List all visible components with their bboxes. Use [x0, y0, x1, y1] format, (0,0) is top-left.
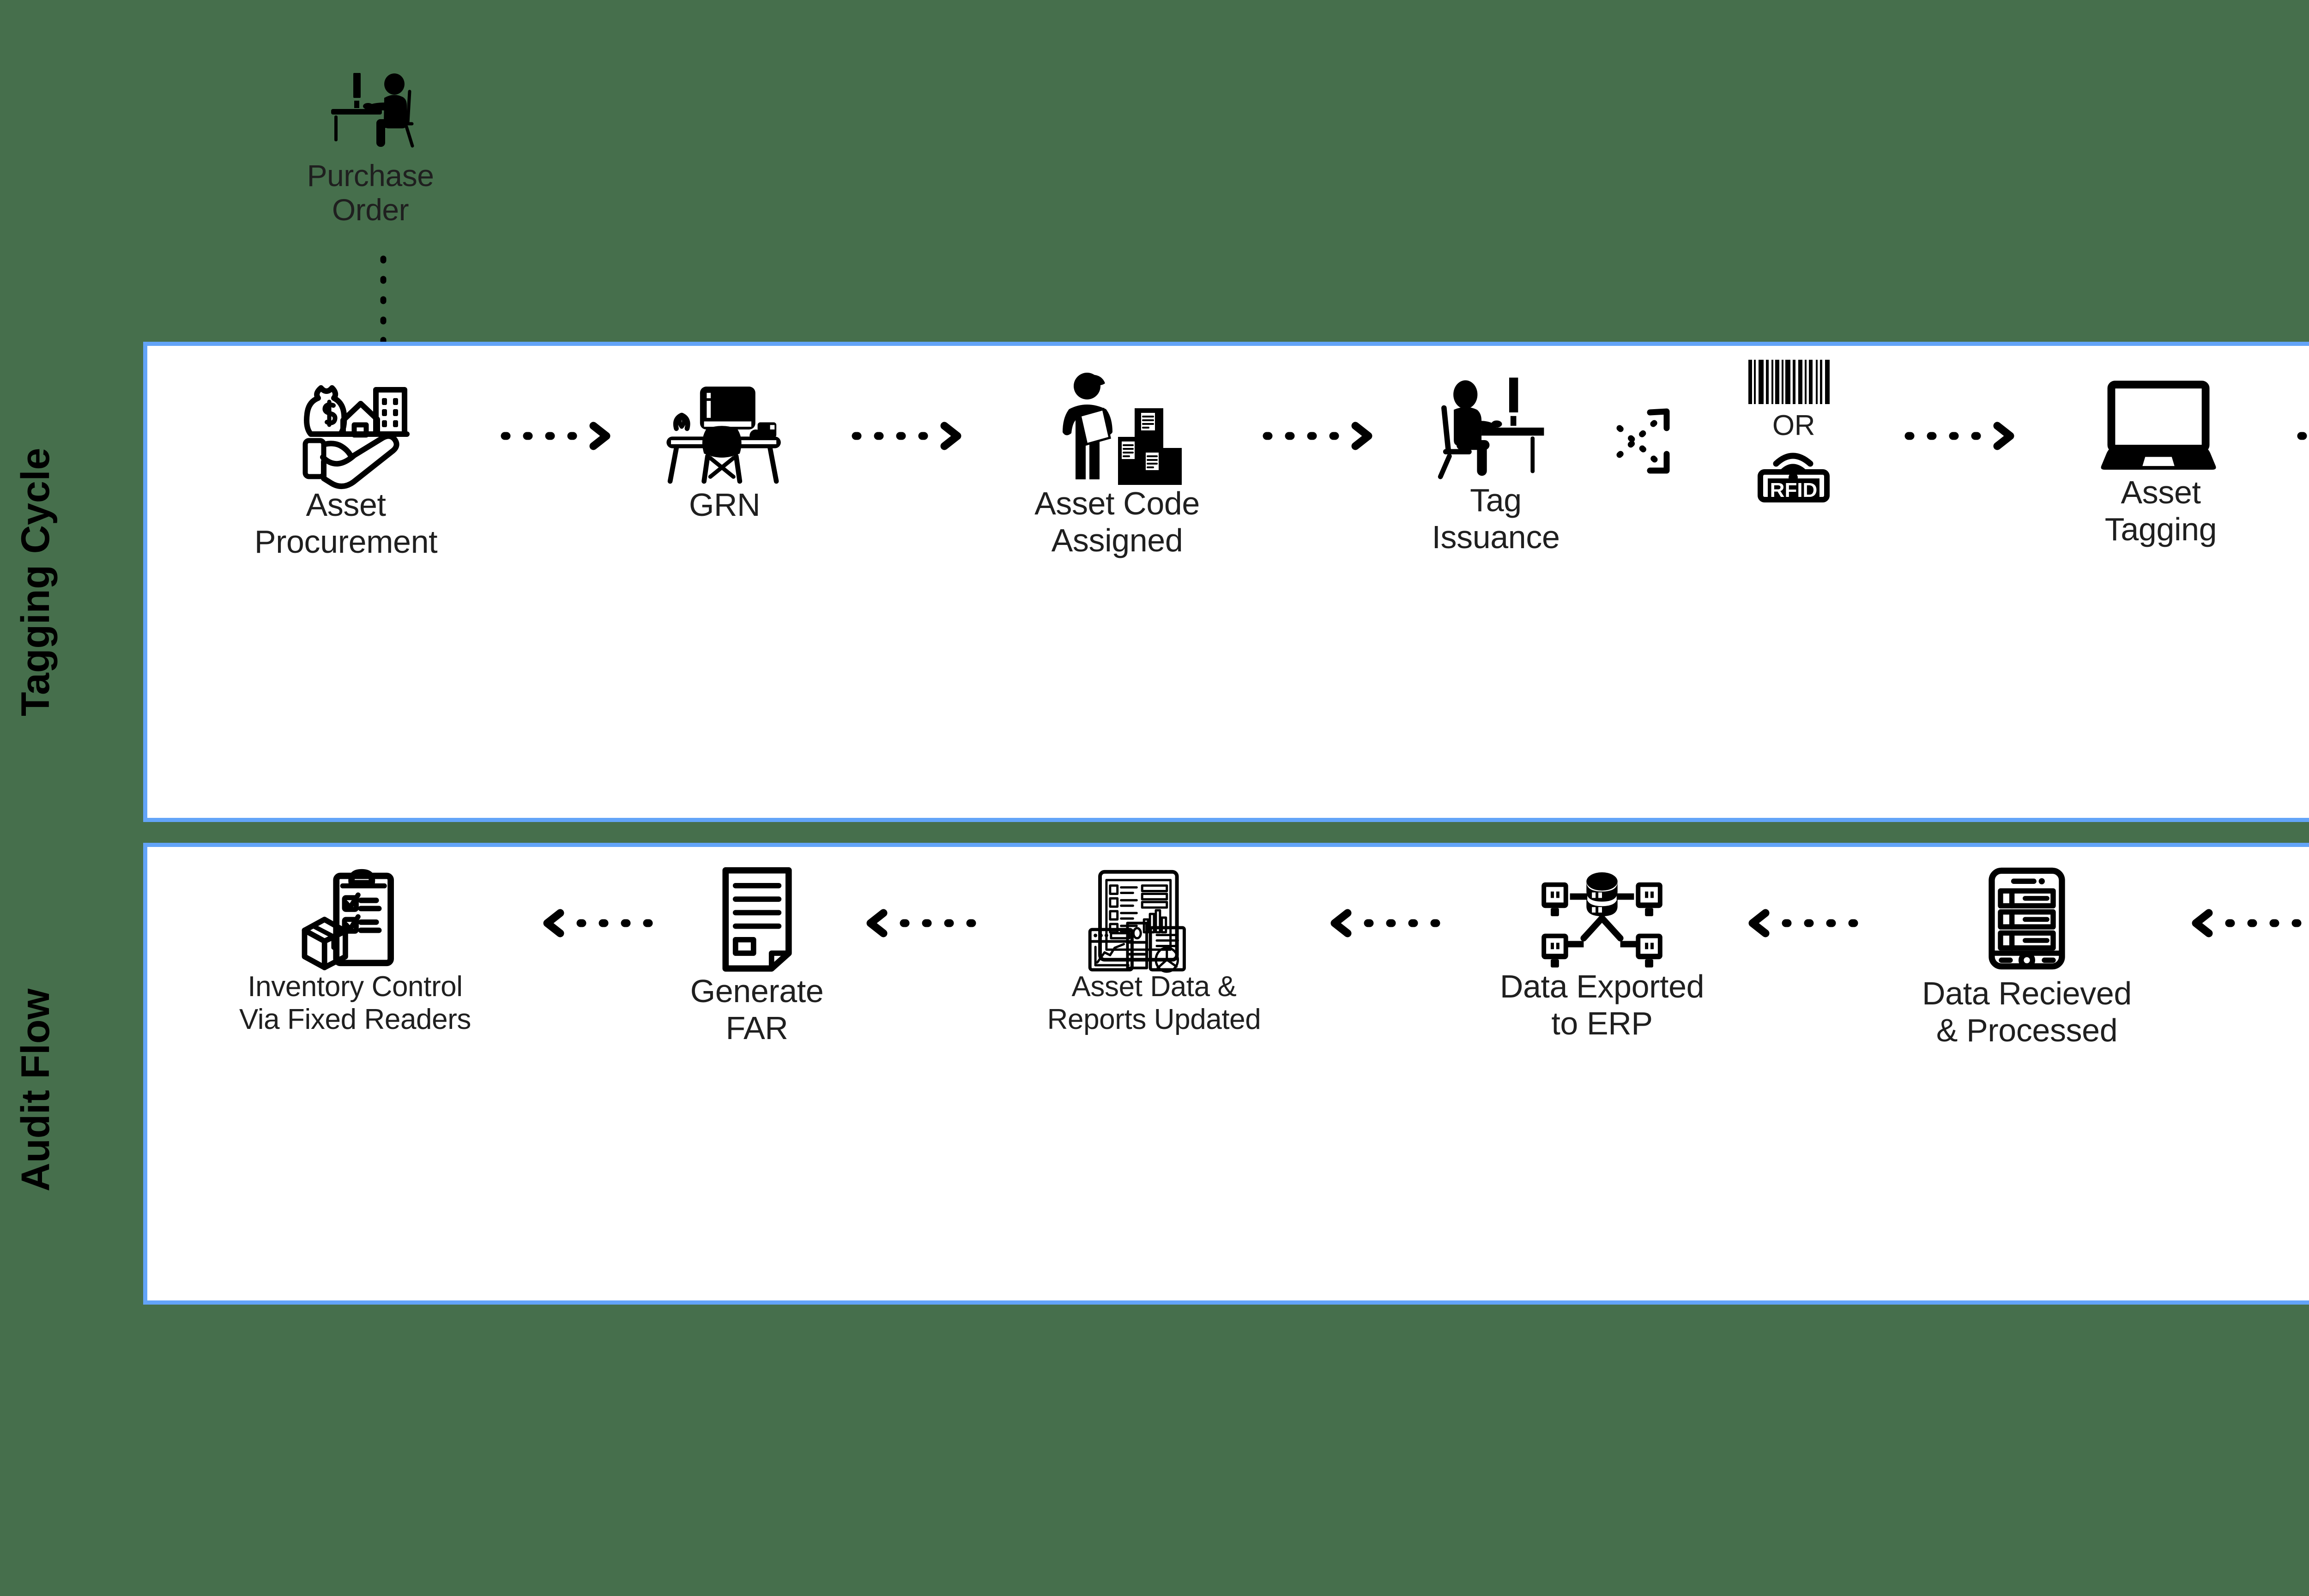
- connector-arrow-left: [1745, 909, 1858, 937]
- desk-monitor-icon: [658, 371, 792, 487]
- pre-step-label: Purchase Order: [307, 158, 434, 227]
- connector-arrow-right: [1904, 422, 2018, 450]
- pre-step-purchase-order: Purchase Order: [273, 65, 467, 227]
- step-label: Inventory Control Via Fixed Readers: [239, 971, 471, 1035]
- connector-branch-arrows: [1616, 401, 1690, 480]
- step-label: GRN: [689, 487, 761, 523]
- tagging-cycle-panel: Asset Procurement: [143, 342, 2309, 822]
- step-label: Tag Issuance: [1432, 482, 1560, 555]
- step-label: Data Recieved & Processed: [1922, 975, 2132, 1048]
- step-label: Asset Code Assigned: [1034, 485, 1200, 558]
- barcode-icon: [1747, 360, 1840, 404]
- worker-with-boxes-icon: [1048, 364, 1186, 485]
- step-start-scanning[interactable]: Start Scanning: [2290, 861, 2309, 1048]
- step-generate-far[interactable]: Generate FAR: [651, 863, 863, 1047]
- hand-holding-money-building-icon: [277, 371, 415, 489]
- step-asset-code-assigned[interactable]: Asset Code Assigned: [974, 364, 1260, 559]
- rail-label-audit-flow: Audit Flow: [13, 988, 58, 1191]
- step-tag-issuance[interactable]: Tag Issuance: [1376, 371, 1616, 556]
- step-inventory-control[interactable]: Inventory Control Via Fixed Readers: [175, 865, 535, 1036]
- laptop-icon: [2091, 374, 2230, 474]
- rfid-tag-icon: RFID: [1747, 445, 1840, 502]
- person-at-desk-icon: [317, 65, 423, 152]
- connector-arrow-left: [863, 909, 976, 937]
- step-label: Generate FAR: [690, 973, 824, 1046]
- step-label: Asset Data & Reports Updated: [1047, 971, 1261, 1035]
- connector-arrow-left: [1327, 909, 1440, 937]
- step-asset-procurement[interactable]: Asset Procurement: [207, 371, 484, 561]
- step-label: Asset Tagging: [2104, 474, 2217, 547]
- connector-arrow-left: [540, 909, 653, 937]
- step-grn[interactable]: GRN: [614, 371, 835, 524]
- connector-arrow-right: [2297, 422, 2309, 450]
- connector-arrow-right: [852, 422, 965, 450]
- audit-flow-panel: Inventory Control Via Fixed Readers Gene…: [143, 843, 2309, 1305]
- or-label: OR: [1772, 410, 1815, 441]
- step-data-received-processed[interactable]: Data Recieved & Processed: [1865, 862, 2188, 1049]
- dashboard-charts-icon: [1085, 865, 1223, 973]
- step-asset-data-reports[interactable]: Asset Data & Reports Updated: [979, 865, 1330, 1036]
- rail-label-tagging-cycle: Tagging Cycle: [13, 447, 58, 716]
- connector-arrow-left: [2188, 909, 2302, 937]
- connector-arrow-right: [501, 422, 614, 450]
- connector-arrow-right: [1263, 422, 1376, 450]
- server-network-icon: [1538, 868, 1666, 968]
- step-asset-tagging[interactable]: Asset Tagging: [2022, 374, 2299, 548]
- step-label: Data Exported to ERP: [1499, 968, 1705, 1041]
- mobile-list-icon: [1983, 862, 2071, 975]
- clipboard-checklist-box-icon: [292, 865, 419, 971]
- svg-text:RFID: RFID: [1770, 479, 1818, 502]
- step-label: Asset Procurement: [254, 487, 438, 560]
- step-barcode-or-rfid[interactable]: OR RFID: [1694, 360, 1893, 502]
- person-at-computer-icon: [1429, 371, 1563, 482]
- document-report-icon: [712, 863, 802, 973]
- step-data-exported-erp[interactable]: Data Exported to ERP: [1454, 868, 1750, 1042]
